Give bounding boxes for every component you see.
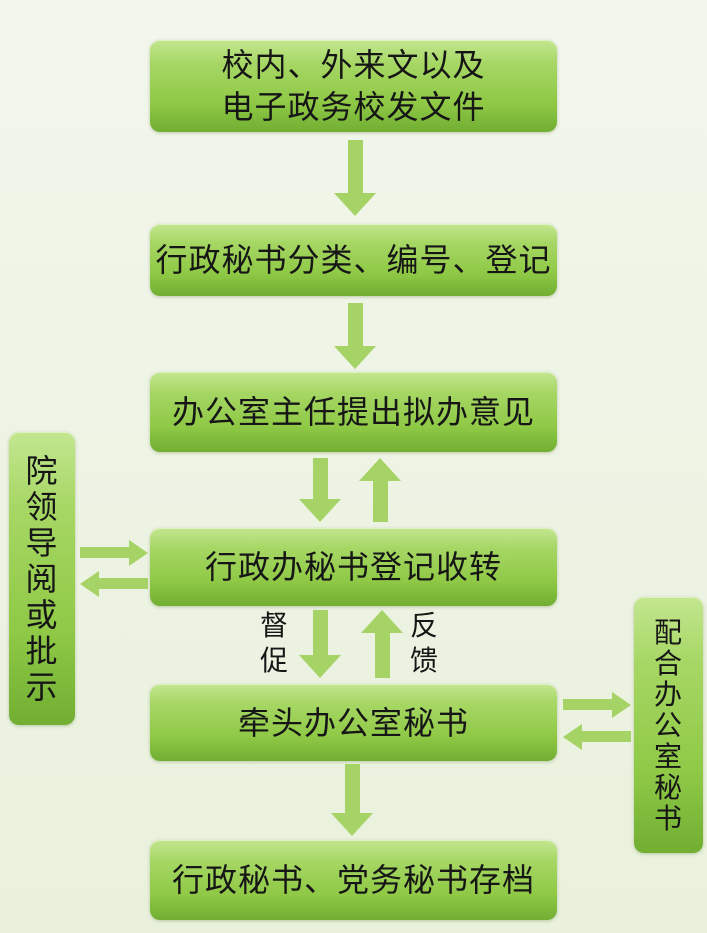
incoming-line-2: 电子政务校发文件	[221, 89, 486, 125]
arrow-shaft	[563, 699, 612, 710]
arrow-left-icon	[80, 570, 148, 597]
node-registry-label: 行政办秘书登记收转	[204, 549, 502, 585]
feedback-label: 反馈	[409, 610, 438, 676]
arrow-down-icon	[330, 764, 374, 836]
node-registry-transfer: 行政办秘书登记收转	[150, 528, 557, 606]
arrow-head	[129, 539, 148, 566]
arrow-shaft	[344, 764, 360, 813]
arrow-head	[334, 193, 376, 216]
node-assist-office-secretary: 配合办公室秘书	[634, 597, 703, 853]
node-director-label: 办公室主任提出拟办意见	[171, 394, 535, 430]
arrow-up-icon	[358, 458, 402, 522]
arrow-right-icon	[80, 539, 148, 566]
node-assist-label: 配合办公室秘书	[653, 616, 683, 834]
arrow-right-icon	[563, 691, 631, 718]
node-archive-label: 行政秘书、党务秘书存档	[171, 862, 535, 898]
arrow-head	[331, 813, 373, 836]
node-director-opinion: 办公室主任提出拟办意见	[150, 372, 557, 452]
arrow-up-feedback-icon	[360, 610, 404, 678]
edge-label-feedback: 反馈	[406, 606, 442, 680]
arrow-head	[80, 570, 99, 597]
arrow-head	[299, 499, 341, 522]
node-lead-label: 牵头办公室秘书	[237, 704, 469, 741]
node-incoming-documents: 校内、外来文以及 电子政务校发文件	[150, 40, 557, 132]
arrow-shaft	[312, 610, 328, 655]
arrow-head	[563, 723, 582, 750]
arrow-head	[361, 610, 403, 633]
arrow-head	[612, 691, 631, 718]
arrow-head	[334, 346, 376, 369]
supervise-label: 督促	[259, 610, 288, 676]
arrow-shaft	[80, 547, 129, 558]
arrow-left-icon	[563, 723, 631, 750]
node-archive: 行政秘书、党务秘书存档	[150, 840, 557, 920]
node-classify-label: 行政秘书分类、编号、登记	[155, 242, 552, 278]
arrow-down-supervise-icon	[298, 610, 342, 678]
arrow-down-icon	[333, 140, 377, 216]
node-classify-number-register: 行政秘书分类、编号、登记	[150, 224, 557, 296]
arrow-shaft	[347, 140, 363, 193]
node-lead-office-secretary: 牵头办公室秘书	[150, 684, 557, 761]
arrow-shaft	[99, 578, 148, 589]
node-leaders-review: 院领导阅或批示	[9, 432, 75, 725]
arrow-shaft	[312, 458, 328, 499]
arrow-shaft	[372, 481, 388, 522]
arrow-head	[299, 655, 341, 678]
node-incoming-documents-label: 校内、外来文以及 电子政务校发文件	[221, 44, 485, 128]
arrow-shaft	[347, 303, 363, 346]
node-leaders-label: 院领导阅或批示	[25, 452, 59, 705]
arrow-down-icon	[298, 458, 342, 522]
arrow-down-icon	[333, 303, 377, 369]
arrow-shaft	[374, 633, 390, 678]
arrow-head	[359, 458, 401, 481]
edge-label-supervise: 督促	[256, 606, 292, 680]
incoming-line-1: 校内、外来文以及	[221, 47, 486, 83]
arrow-shaft	[582, 731, 631, 742]
